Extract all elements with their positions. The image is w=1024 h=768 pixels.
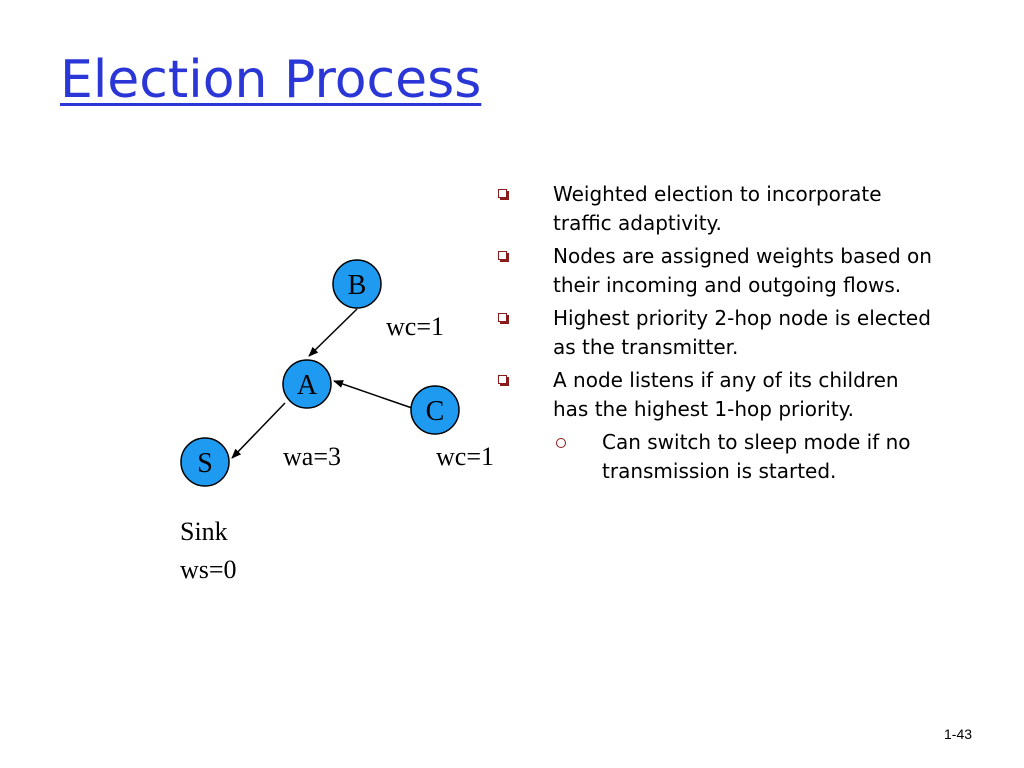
node-c bbox=[410, 385, 460, 435]
bullet-item: Nodes are assigned weights based on thei… bbox=[498, 242, 938, 300]
slide-title: Election Process bbox=[60, 50, 482, 110]
page-number: 1-43 bbox=[944, 726, 973, 742]
checkbox-bullet-icon bbox=[498, 313, 507, 322]
sub-bullet-item: Can switch to sleep mode if no transmiss… bbox=[498, 428, 938, 486]
circle-bullet-icon bbox=[556, 438, 566, 448]
node-c-label: C bbox=[426, 396, 445, 427]
checkbox-bullet-icon bbox=[498, 251, 507, 260]
bullet-item: A node listens if any of its children ha… bbox=[498, 366, 938, 424]
bullet-text: Highest priority 2-hop node is elected a… bbox=[553, 306, 931, 359]
node-a bbox=[282, 359, 332, 409]
bullet-text: Weighted election to incorporate traffic… bbox=[553, 182, 882, 235]
bullet-item: Weighted election to incorporate traffic… bbox=[498, 180, 938, 238]
sub-bullet-text: Can switch to sleep mode if no transmiss… bbox=[602, 430, 911, 483]
node-b-label: B bbox=[348, 270, 367, 301]
sink-label: Sink bbox=[180, 517, 228, 546]
node-a-label: A bbox=[297, 370, 318, 401]
bullet-text: Nodes are assigned weights based on thei… bbox=[553, 244, 932, 297]
bullet-item: Highest priority 2-hop node is elected a… bbox=[498, 304, 938, 362]
weight-label-wa: wa=3 bbox=[283, 442, 341, 471]
node-s bbox=[180, 437, 230, 487]
edge-c-to-a bbox=[333, 380, 413, 409]
bullet-text: A node listens if any of its children ha… bbox=[553, 368, 899, 421]
node-b bbox=[332, 259, 382, 309]
node-s-label: S bbox=[197, 448, 213, 479]
bullet-list: Weighted election to incorporate traffic… bbox=[498, 180, 938, 490]
weight-label-ws: ws=0 bbox=[180, 555, 237, 584]
checkbox-bullet-icon bbox=[498, 189, 507, 198]
weight-label-wc-c: wc=1 bbox=[436, 442, 494, 471]
edge-b-to-a bbox=[308, 308, 358, 357]
checkbox-bullet-icon bbox=[498, 375, 507, 384]
weight-label-wc-b: wc=1 bbox=[386, 312, 444, 341]
edge-a-to-s bbox=[231, 402, 286, 459]
